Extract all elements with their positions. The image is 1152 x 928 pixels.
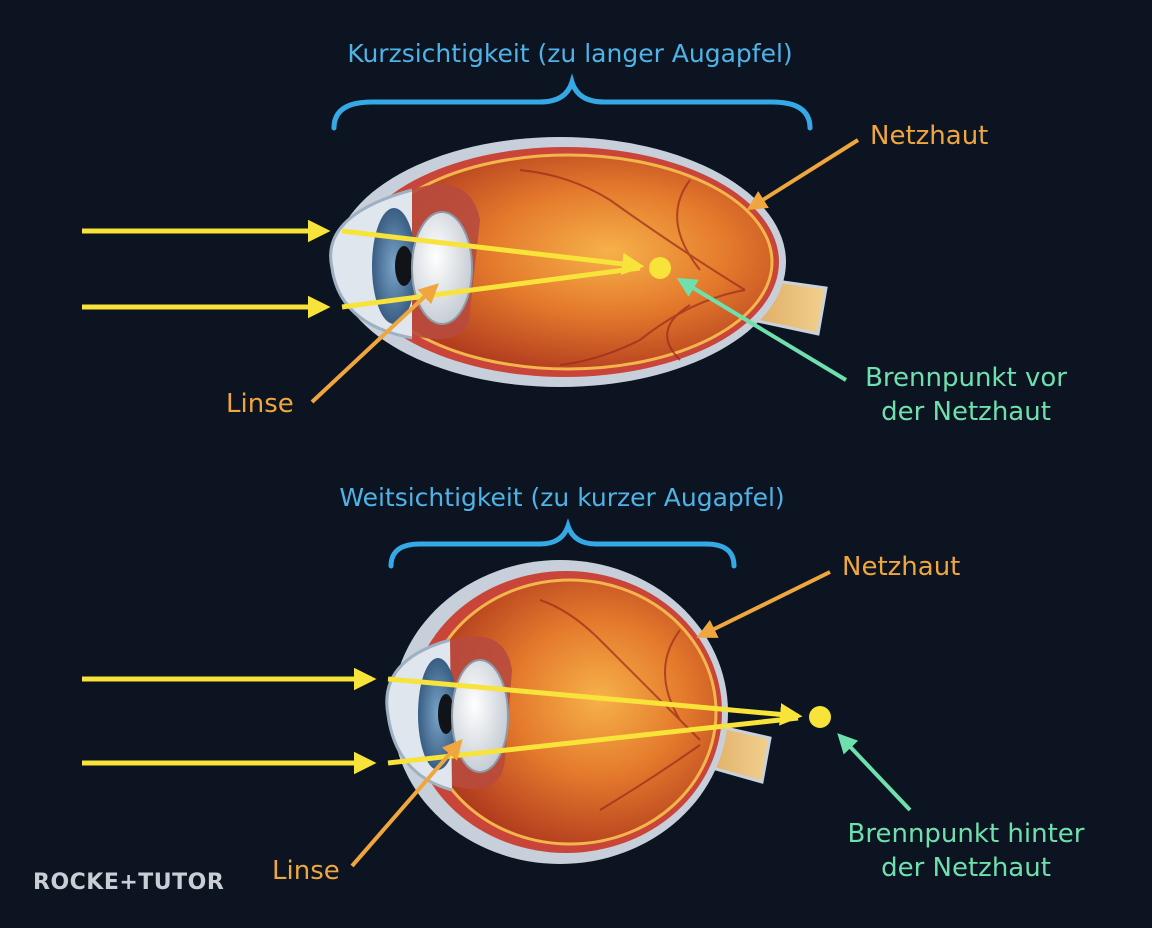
myopia-lens-label: Linse <box>226 389 294 419</box>
hyperopia-blood-vessels <box>539 599 701 811</box>
hyperopia-eye <box>385 560 772 864</box>
hyperopia-pupil <box>438 694 454 734</box>
myopia-lens-pointer <box>310 283 439 404</box>
myopia-focus-label-line2: der Netzhaut <box>881 396 1051 427</box>
myopia-light-rays <box>82 219 671 319</box>
hyperopia-lens-label: Linse <box>272 856 340 886</box>
hyperopia-focus-pointer <box>837 733 912 812</box>
myopia-focus-label-line1: Brennpunkt vor <box>865 363 1067 393</box>
hyperopia-focus-label-line1: Brennpunkt hinter <box>847 819 1085 849</box>
hyperopia-section <box>82 518 912 868</box>
rocket-tutor-logo: ROCKE+TUTOR <box>33 870 225 895</box>
myopia-lens <box>411 211 473 325</box>
myopia-focus-label: Brennpunkt vor der Netzhaut <box>865 362 1067 430</box>
myopia-pupil <box>395 246 413 286</box>
myopia-focal-point <box>649 257 671 279</box>
hyperopia-ray-converge-top <box>387 676 803 726</box>
myopia-section <box>82 73 860 404</box>
hyperopia-focus-label-line2: der Netzhaut <box>881 852 1051 883</box>
myopia-eye <box>329 137 828 387</box>
myopia-ray-converge-top <box>341 228 645 276</box>
hyperopia-lens-pointer <box>350 738 463 868</box>
myopia-brace <box>331 73 813 131</box>
hyperopia-title: Weitsichtigkeit (zu kurzer Augapfel) <box>339 483 785 512</box>
myopia-title: Kurzsichtigkeit (zu langer Augapfel) <box>347 39 793 68</box>
myopia-ray-converge-bottom <box>341 265 641 310</box>
hyperopia-retina-label: Netzhaut <box>842 552 961 582</box>
hyperopia-focal-point <box>809 706 831 728</box>
hyperopia-focus-label: Brennpunkt hinter der Netzhaut <box>848 818 1085 886</box>
myopia-retina-pointer <box>746 138 860 211</box>
myopia-focus-pointer <box>676 277 848 382</box>
hyperopia-brace <box>388 518 737 569</box>
hyperopia-retina-pointer <box>696 570 831 638</box>
myopia-retina-label: Netzhaut <box>870 121 989 151</box>
